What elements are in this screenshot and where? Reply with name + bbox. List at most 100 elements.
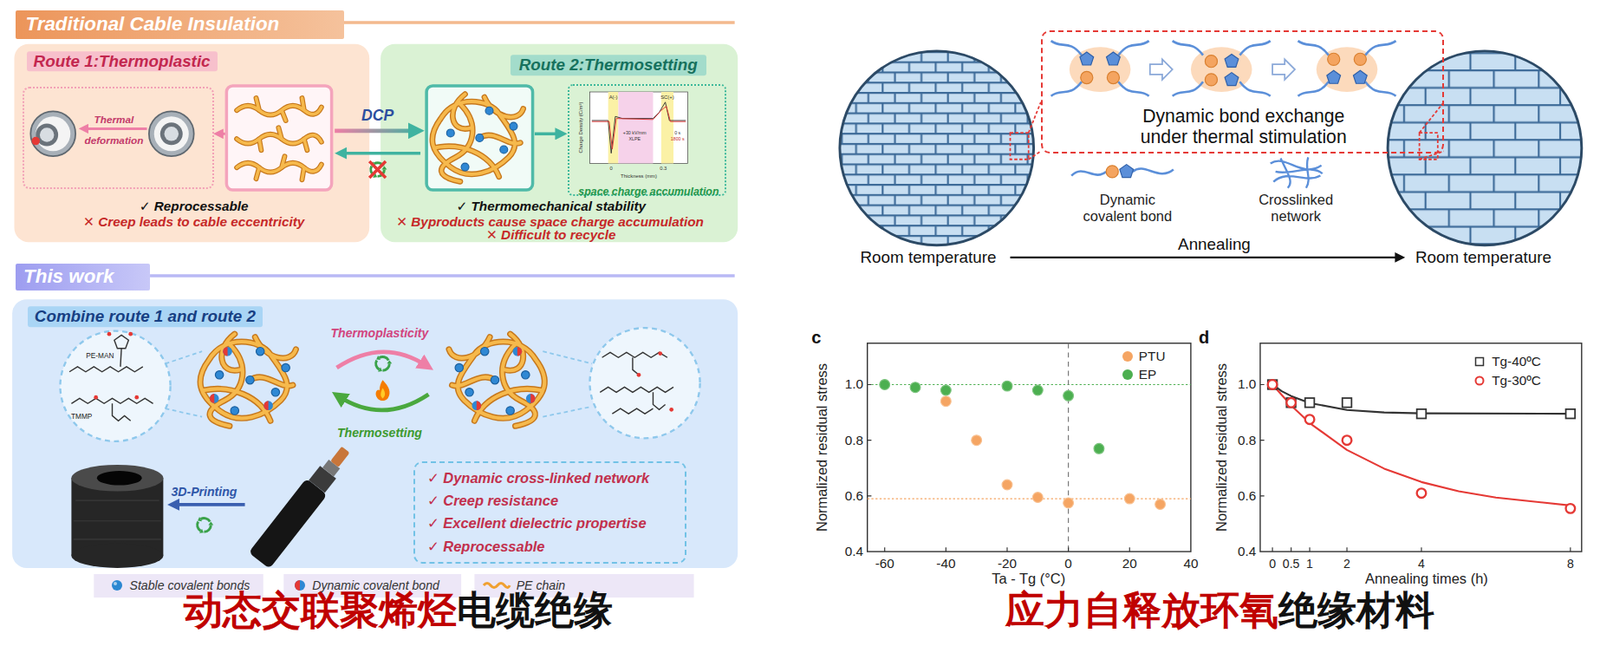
- bond-exchange: [1224, 53, 1239, 67]
- rule-line: [149, 273, 735, 278]
- process-label: 3D-Printing: [170, 483, 237, 498]
- bond-exchange: [1326, 70, 1341, 84]
- tick-label: 2: [1343, 556, 1351, 571]
- annealing-arrow: [1010, 256, 1401, 258]
- tick-label: 0.6: [1237, 487, 1256, 504]
- bond-exchange: [1051, 40, 1150, 97]
- no-recycle-icon: [369, 161, 386, 178]
- molecule-name: PE-MAN: [85, 351, 114, 360]
- space-charge-plot: [589, 91, 688, 163]
- legend-swatch: [292, 578, 307, 592]
- advantage-text: ✓ Reprocessable: [139, 198, 249, 215]
- chart-c: [1067, 343, 1069, 552]
- tick-label: 0: [1268, 556, 1276, 571]
- zoom-marker: [1010, 132, 1029, 160]
- panel-title: Combine route 1 and route 2: [27, 305, 263, 327]
- molecule-zoom: [165, 351, 202, 364]
- tick-label: 0.4: [845, 543, 864, 560]
- chart-c: [1124, 493, 1135, 504]
- bond-icon: [1071, 156, 1323, 188]
- chart-d: [1286, 397, 1296, 408]
- legend-text: Tg-40ºC: [1491, 353, 1542, 370]
- chart-c: [1063, 497, 1074, 508]
- chart-c: [879, 379, 1105, 455]
- chart-d: [1417, 409, 1427, 419]
- legend-sample: [294, 579, 306, 591]
- chart-d: [1305, 414, 1315, 424]
- space-charge-plot: [661, 91, 674, 163]
- chart-c: [940, 384, 951, 396]
- molecule-zoom: [165, 408, 202, 417]
- axis-title: Thickness (mm): [620, 172, 657, 179]
- cable: [248, 478, 328, 569]
- bond-exchange: [1298, 40, 1397, 97]
- deformation-box: Thermal deformation: [22, 86, 215, 189]
- chart-d: [1342, 435, 1353, 445]
- molecule-zoom: [669, 407, 674, 412]
- molecule-zoom: [134, 395, 139, 400]
- tick-label: 1.0: [1237, 377, 1256, 393]
- chart-c: [1032, 384, 1043, 396]
- zoom-marker: [1419, 132, 1438, 160]
- section-title: This work: [23, 265, 114, 288]
- chart-d: [1286, 397, 1296, 408]
- bond-exchange: [1353, 52, 1366, 66]
- bond-exchange: [1224, 72, 1239, 86]
- no-recycle-icon: [367, 161, 388, 179]
- cable-section: [35, 116, 71, 151]
- region-label: A(-): [609, 94, 618, 101]
- condition-label: XLPE: [629, 136, 642, 142]
- axis-title: Normalized residual stress: [813, 363, 830, 532]
- material-circle: [839, 51, 1035, 246]
- bond-exchange: [1204, 73, 1217, 86]
- molecule-zoom: [59, 331, 170, 442]
- legend-swatch: [1472, 373, 1487, 388]
- icon-label: Dynamic covalent bond: [1075, 191, 1180, 225]
- chart-c: [1001, 380, 1013, 391]
- cable-section: [149, 110, 195, 157]
- molecule-zoom: [589, 327, 700, 438]
- molecule-zoom: [69, 366, 144, 372]
- cable-section: [160, 122, 183, 145]
- chart-c: [1001, 479, 1013, 490]
- panel-letter: d: [1198, 327, 1210, 348]
- legend-sample: [111, 579, 123, 591]
- bond-exchange: [1172, 40, 1271, 97]
- tick-label: 0: [610, 165, 613, 172]
- crosslinked-network: [426, 85, 533, 190]
- legend-text: Stable covalent bonds: [130, 578, 251, 592]
- crosslinked-network: [432, 94, 524, 183]
- tick-label: 0.5: [1282, 556, 1301, 571]
- chart-c: [879, 379, 891, 391]
- legend-swatch: [1120, 367, 1135, 382]
- chinese-title-part: 电缆绝缘: [456, 587, 613, 632]
- reagent-label: DCP: [361, 106, 394, 124]
- route-panel: Route 1:Thermoplastic✓ Reprocessable✕ Cr…: [13, 44, 370, 243]
- zoom-marker: [1010, 102, 1444, 160]
- feature-item: ✓ Dynamic cross-linked network: [427, 468, 650, 486]
- bond-exchange: [1352, 70, 1367, 84]
- chart-d: [1260, 343, 1582, 552]
- zoom-marker: [1028, 102, 1041, 133]
- mechanism-box: Dynamic bond exchange under thermal stim…: [1040, 30, 1444, 153]
- tick-label: 20: [1122, 555, 1138, 572]
- linear-chains: [236, 97, 322, 180]
- rule-line: [344, 20, 735, 25]
- tick-label: 1: [1306, 556, 1314, 571]
- chart-d: [1268, 379, 1575, 513]
- process-arrow: [334, 128, 417, 133]
- linear-chains: [236, 97, 322, 180]
- cycle-arrow: [372, 355, 393, 373]
- chinese-title-part: 应力自释放环氧: [1005, 587, 1279, 632]
- molecule-zoom: [93, 395, 98, 400]
- chinese-title: 应力自释放环氧绝缘材料: [1005, 587, 1435, 632]
- chart-c: [867, 343, 1191, 552]
- process-label: Thermosetting: [337, 425, 423, 440]
- legend-sample: [1476, 357, 1484, 365]
- series-label: 0 s: [674, 130, 681, 136]
- advantage-text: ✓ Thermomechanical stability: [455, 198, 646, 215]
- linear-chains: [236, 97, 322, 180]
- printed-part: [97, 470, 143, 485]
- panel-ground: [12, 44, 738, 568]
- legend-sample: [113, 581, 118, 586]
